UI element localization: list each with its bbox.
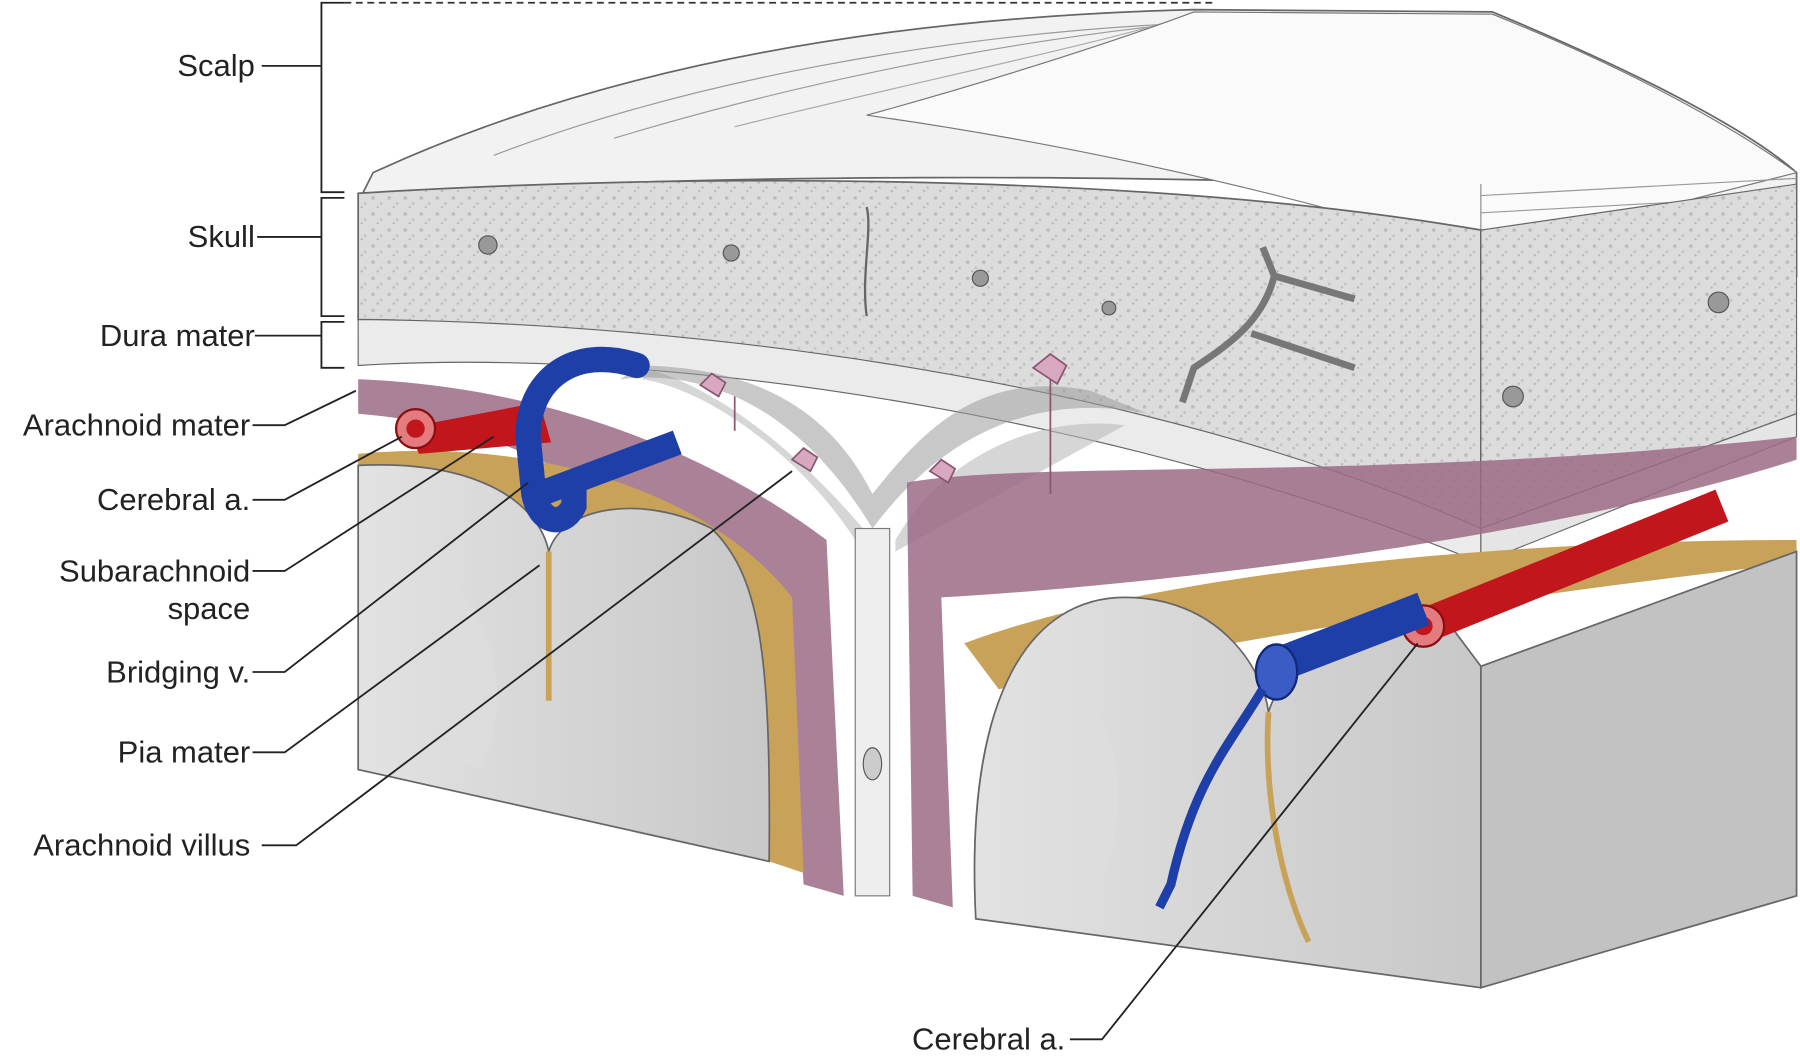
brain-tissue xyxy=(357,464,1798,989)
label-arachnoid-villus: Arachnoid villus xyxy=(33,828,250,863)
leader-lines xyxy=(252,389,1419,1041)
label-cerebral-a-bottom: Cerebral a. xyxy=(912,1022,1065,1057)
label-skull: Skull xyxy=(188,219,255,254)
label-pia-mater: Pia mater xyxy=(118,735,251,770)
label-dura-mater: Dura mater xyxy=(100,318,255,353)
label-subarachnoid-space: space xyxy=(168,591,251,626)
label-bridging-v: Bridging v. xyxy=(106,654,250,689)
label-subarachnoid: Subarachnoid xyxy=(59,553,250,588)
label-cerebral-a-left: Cerebral a. xyxy=(97,482,250,517)
vessels xyxy=(394,346,1729,910)
arachnoid-mater-layer xyxy=(358,352,1797,908)
label-brackets xyxy=(254,1,1217,369)
labels: Scalp Skull Dura mater Arachnoid mater C… xyxy=(23,48,1065,1056)
scalp-layers xyxy=(360,8,1798,278)
label-scalp: Scalp xyxy=(177,48,255,83)
label-arachnoid-mater: Arachnoid mater xyxy=(23,408,250,443)
